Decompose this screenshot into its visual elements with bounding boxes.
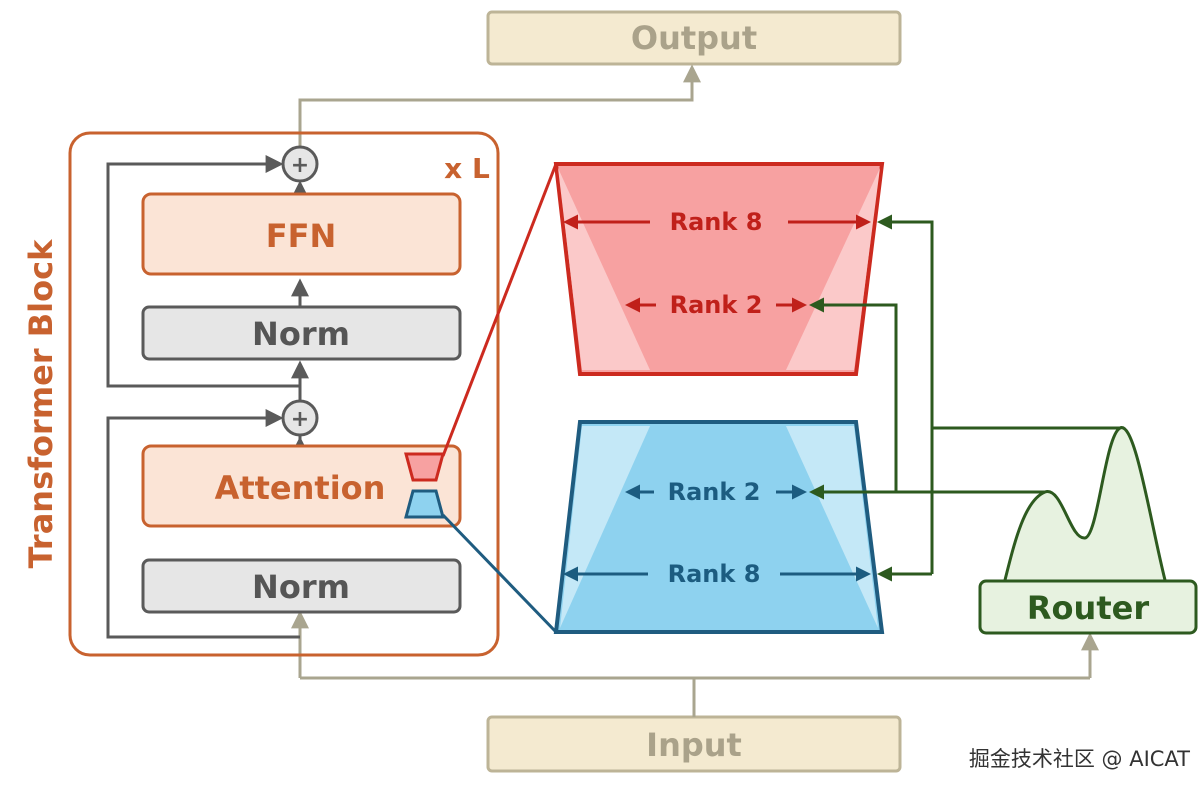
red-zoom-line bbox=[441, 163, 558, 457]
add-symbol-bottom: + bbox=[291, 407, 309, 432]
norm-box-top: Norm bbox=[141, 305, 462, 361]
transformer-block-title: Transformer Block bbox=[22, 239, 60, 568]
blue-adapter: Rank 2 Rank 8 bbox=[553, 420, 885, 634]
blue-rank-2-label: Rank 2 bbox=[668, 478, 761, 506]
router-distribution-curve bbox=[1003, 426, 1167, 581]
ffn-label: FFN bbox=[266, 217, 337, 255]
mini-red-adapter-icon bbox=[404, 452, 445, 482]
red-rank-2-label: Rank 2 bbox=[670, 291, 763, 319]
norm-top-label: Norm bbox=[252, 315, 350, 353]
norm-box-bottom: Norm bbox=[141, 558, 462, 614]
input-routing-lines bbox=[291, 64, 1099, 717]
router-box: Router bbox=[978, 579, 1198, 635]
attention-label: Attention bbox=[215, 469, 386, 507]
input-label: Input bbox=[646, 726, 742, 764]
input-box: Input bbox=[486, 715, 902, 773]
router-selection-lines bbox=[809, 214, 1120, 582]
router-label: Router bbox=[1027, 589, 1149, 627]
norm-bottom-label: Norm bbox=[252, 568, 350, 606]
repeat-label: x L bbox=[444, 152, 490, 185]
red-adapter: Rank 8 Rank 2 bbox=[553, 162, 885, 376]
transformer-block-outline bbox=[68, 131, 500, 657]
output-label: Output bbox=[631, 19, 757, 57]
add-node-bottom: + bbox=[281, 399, 319, 437]
ffn-box: FFN bbox=[141, 192, 462, 276]
mini-blue-adapter-icon bbox=[404, 489, 445, 519]
watermark-text: 掘金技术社区 @ AICAT bbox=[968, 747, 1190, 771]
add-node-top: + bbox=[281, 145, 319, 183]
add-symbol-top: + bbox=[291, 153, 309, 178]
skip-connections bbox=[106, 155, 309, 639]
blue-rank-8-label: Rank 8 bbox=[668, 560, 761, 588]
attention-box: Attention bbox=[141, 444, 462, 528]
red-rank-8-label: Rank 8 bbox=[670, 208, 763, 236]
output-box: Output bbox=[486, 10, 902, 66]
blue-zoom-line bbox=[441, 513, 558, 634]
